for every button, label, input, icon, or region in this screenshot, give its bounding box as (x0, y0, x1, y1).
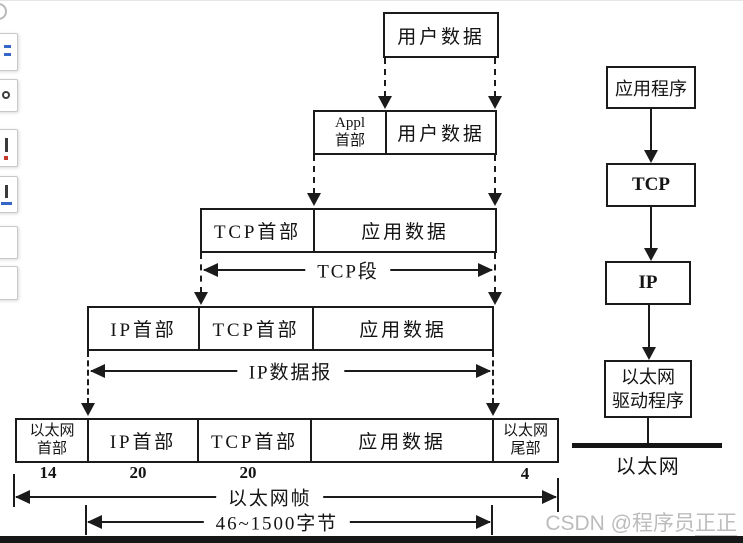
watermark: CSDN @程序员正正 (545, 507, 737, 537)
measure-eth-frame: 以太网帧 (15, 483, 557, 511)
dashed-connector (384, 58, 386, 97)
watermark-text-underlined: 正正 (695, 512, 737, 537)
dashed-connector (200, 253, 202, 293)
down-arrowhead (642, 347, 656, 360)
red-dot-fragment-icon (5, 138, 8, 152)
cell-eth-header: 以太网 首部 (29, 423, 75, 457)
down-arrowhead (81, 403, 95, 416)
cell-appl-header: Appl 首部 (334, 115, 365, 149)
right-arrowhead (478, 263, 493, 277)
measure-payload-range: 46~1500字节 (87, 508, 491, 536)
down-arrowhead (488, 96, 502, 109)
dashed-connector (494, 253, 496, 293)
blue-marks-fragment-icon (4, 45, 11, 48)
cell-tcp-header: TCP首部 (197, 420, 310, 461)
right-arrowhead (476, 515, 491, 529)
measure-label-payload-range: 46~1500字节 (203, 508, 351, 536)
down-arrowhead (644, 248, 658, 261)
encap-row4: IP首部 TCP首部 应用数据 (87, 306, 494, 351)
cell-app-data: 应用数据 (310, 420, 492, 461)
left-arrowhead (90, 364, 105, 378)
clipped-toolbar-button-6[interactable] (0, 266, 18, 300)
measure-endbar (491, 505, 493, 535)
dashed-connector (494, 155, 496, 194)
left-arrowhead (15, 490, 30, 504)
clipped-toolbar-button-4[interactable] (0, 176, 18, 213)
clipped-toolbar-button-1[interactable] (0, 33, 18, 71)
right-arrowhead (542, 490, 557, 504)
ring-fragment-icon (2, 91, 10, 99)
stack-box-ip: IP (605, 261, 691, 305)
top-divider (0, 0, 743, 1)
cell-ip-header: IP首部 (87, 420, 197, 461)
clipped-toolbar-button-2[interactable] (0, 79, 18, 112)
cell-tcp-header: TCP首部 (198, 308, 312, 349)
measure-endbar (557, 478, 559, 512)
clipped-toolbar-button-3[interactable] (0, 129, 18, 167)
measure-tcp-segment: TCP段 (203, 256, 493, 284)
ethernet-bus-line (572, 443, 722, 448)
blue-underline-fragment-icon (1, 202, 12, 205)
dashed-connector (494, 58, 496, 97)
right-arrowhead (476, 364, 491, 378)
size-label-eth-trailer: 4 (520, 464, 530, 483)
red-dot-fragment-icon (4, 156, 8, 160)
cell-ip-header: IP首部 (110, 320, 177, 341)
cell-eth-trailer: 以太网 尾部 (492, 420, 557, 461)
size-label-ip-header: 20 (129, 463, 147, 482)
blue-marks-fragment-icon (4, 53, 11, 56)
stack-connector (650, 207, 652, 249)
measure-label-tcp-segment: TCP段 (305, 256, 391, 284)
encap-row5: 以太网 首部 IP首部 TCP首部 应用数据 以太网 尾部 (15, 418, 559, 463)
size-label-tcp-header: 20 (239, 463, 257, 482)
cell-user-data: 用户数据 (385, 112, 495, 153)
left-arrowhead (87, 515, 102, 529)
bottom-divider (0, 536, 743, 543)
down-arrowhead (378, 96, 392, 109)
cell-app-data: 应用数据 (313, 210, 495, 251)
cell-user-data: 用户数据 (397, 26, 485, 48)
blue-underline-fragment-icon (5, 185, 8, 198)
stack-box-application: 应用程序 (606, 66, 696, 109)
measure-label-eth-frame: 以太网帧 (215, 483, 324, 511)
down-arrowhead (194, 292, 208, 305)
stack-connector (650, 109, 652, 151)
down-arrowhead (488, 193, 502, 206)
cell-app-data: 应用数据 (312, 308, 492, 349)
measure-endbar (85, 505, 87, 535)
down-arrowhead (644, 150, 658, 163)
down-arrowhead (488, 292, 502, 305)
measure-label-ip-datagram: IP数据报 (236, 357, 345, 385)
encap-row1: 用户数据 (383, 12, 499, 58)
encap-row2: Appl 首部 用户数据 (313, 110, 497, 155)
clipped-toolbar-button-5[interactable] (0, 226, 18, 259)
down-arrowhead (307, 193, 321, 206)
measure-endbar (13, 474, 15, 507)
stack-connector (647, 418, 649, 444)
stack-box-eth-driver: 以太网 驱动程序 (604, 360, 692, 418)
ethernet-bus-label: 以太网 (615, 456, 681, 478)
down-arrowhead (486, 403, 500, 416)
dashed-connector (492, 351, 494, 404)
measure-ip-datagram: IP数据报 (90, 357, 491, 385)
left-arrowhead (203, 263, 218, 277)
size-label-eth-header: 14 (39, 463, 57, 482)
clipped-circle-icon (0, 3, 7, 20)
stack-connector (648, 305, 650, 348)
encap-row3: TCP首部 应用数据 (200, 208, 497, 253)
dashed-connector (87, 351, 89, 404)
cell-tcp-header: TCP首部 (213, 222, 302, 243)
stack-box-tcp: TCP (606, 163, 696, 207)
dashed-connector (313, 155, 315, 194)
watermark-text: CSDN @程序员 (545, 512, 695, 535)
